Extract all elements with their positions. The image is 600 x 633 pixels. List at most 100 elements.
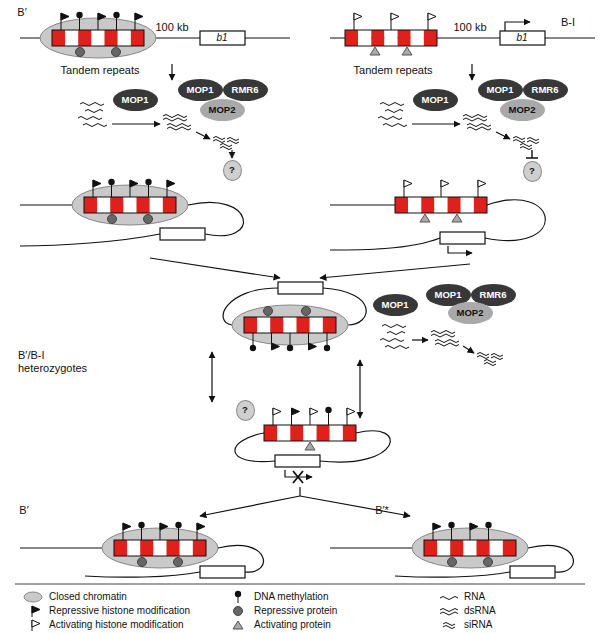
node-text: MOP2 (209, 105, 236, 115)
rna (85, 110, 103, 113)
repressive-mark (123, 523, 131, 530)
gene-box (160, 228, 205, 240)
repressive-mark (309, 343, 317, 350)
transcription-arrow (505, 22, 530, 31)
interaction-arrow (211, 352, 212, 402)
gene-box (200, 566, 245, 578)
sirna (220, 144, 232, 147)
legend-text: DNA methylation (254, 591, 328, 602)
repressive-mark (135, 13, 143, 20)
chromatin-loop (485, 200, 545, 241)
gene-box (278, 282, 323, 294)
repeat-outline (424, 540, 516, 556)
inhibition-bar (526, 150, 538, 158)
legend-item: Repressive histone modification (49, 605, 190, 617)
tandem-repeat (310, 317, 323, 333)
chromosome (85, 572, 200, 577)
tandem-repeat (421, 197, 434, 213)
dna-methylation (175, 522, 181, 528)
tandem-repeat (163, 197, 176, 213)
rna (387, 332, 405, 335)
dsrna (167, 127, 191, 130)
dna-methylation (108, 179, 114, 185)
flow-arrow (471, 64, 472, 80)
legend-text: Closed chromatin (49, 591, 127, 602)
tandem-repeat (193, 540, 206, 556)
tandem-repeat (461, 197, 474, 213)
flow-arrow (196, 132, 210, 139)
tandem-repeat (84, 197, 97, 213)
tandem-repeat (408, 197, 421, 213)
rna (382, 325, 406, 328)
dsrna (467, 127, 491, 130)
dna-methylation (76, 12, 82, 18)
repressive-mark (272, 343, 280, 350)
sirna (213, 140, 225, 143)
protein-mop2: MOP2 (500, 99, 545, 121)
rna (385, 110, 403, 113)
rna (383, 124, 407, 127)
repressive-protein (484, 558, 493, 567)
distance-label: 100 kb (155, 21, 188, 34)
repressive-protein (234, 607, 243, 616)
repeat-outline (84, 197, 176, 213)
flow-line (299, 487, 300, 496)
node-text: ? (229, 165, 235, 175)
sirna (227, 141, 239, 144)
tandem-repeat (264, 425, 277, 441)
tandem-repeat (343, 425, 356, 441)
legend-item: Closed chromatin (49, 591, 127, 603)
dna-methylation (324, 345, 330, 351)
activating-mark (273, 408, 281, 415)
repressive-mark (61, 13, 69, 20)
node-text: MOP1 (422, 95, 449, 105)
allele-name: B′ (17, 6, 26, 19)
unknown-protein: ? (236, 400, 255, 421)
tandem-repeat (257, 317, 270, 333)
protein-mop1: MOP1 (373, 294, 418, 316)
legend-item: Activating histone modification (49, 619, 184, 631)
transcription-arrow (448, 246, 472, 253)
dsrna (440, 612, 458, 615)
rna (83, 124, 107, 127)
rna (380, 103, 404, 106)
chromosome (395, 572, 510, 577)
chromatin-loop (235, 433, 275, 462)
flow-arrow (231, 150, 232, 158)
tandem-repeat (411, 30, 424, 46)
protein-rmr6: RMR6 (523, 79, 568, 101)
repressive-protein (144, 215, 153, 224)
activating-protein (402, 47, 412, 55)
legend-item: Activating protein (254, 619, 331, 631)
flow-arrow (463, 346, 474, 353)
legend-text: Repressive protein (254, 605, 337, 616)
flow-arrow (300, 496, 410, 516)
tandem-repeat (270, 317, 283, 333)
sirna (443, 623, 455, 626)
sirna (520, 144, 532, 147)
allele-name: B-I (561, 16, 575, 29)
repressive-mark (32, 606, 40, 613)
chromosome (330, 238, 440, 250)
legend-item: DNA methylation (254, 591, 328, 603)
repressive-protein (112, 48, 121, 57)
region-label: Tandem repeats (61, 64, 140, 77)
node-text: RMR6 (532, 85, 559, 95)
tandem-repeat (114, 540, 127, 556)
repressive-mark (160, 523, 168, 530)
legend-text: Activating protein (254, 619, 331, 630)
tandem-repeat (330, 425, 343, 441)
repressive-mark (197, 523, 205, 530)
dsrna (163, 118, 187, 121)
repeat-outline (264, 425, 356, 441)
tandem-repeat (345, 30, 358, 46)
node-text: ? (242, 405, 248, 415)
gene-name: b1 (516, 32, 527, 44)
repressive-mark (470, 523, 478, 530)
tandem-repeat (398, 30, 411, 46)
node-text: RMR6 (232, 85, 259, 95)
tandem-repeat (384, 30, 397, 46)
tandem-repeat (127, 540, 140, 556)
node-text: MOP2 (457, 308, 484, 318)
chromosome (20, 204, 72, 205)
